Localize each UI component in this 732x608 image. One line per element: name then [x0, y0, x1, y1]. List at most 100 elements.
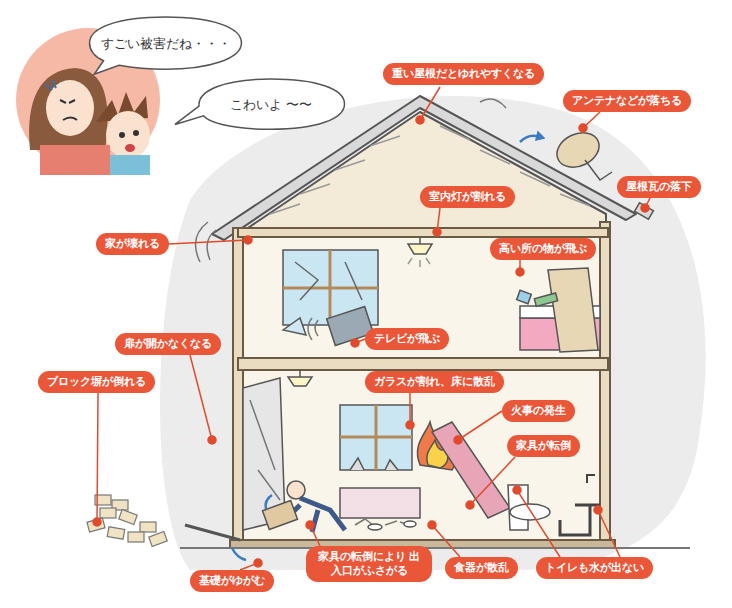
second-floor-room-part — [308, 318, 318, 340]
leader-lines-part — [97, 393, 98, 522]
block-wall-rubble-part — [185, 525, 240, 540]
first-floor-room-part — [587, 475, 595, 483]
house-frame-part — [180, 547, 690, 549]
block-wall-rubble-part — [232, 548, 246, 560]
damage-label: 家具の転倒により 出入口がふさがる — [306, 546, 432, 582]
ceiling-lamps-part — [408, 258, 430, 267]
block-wall-rubble-part — [100, 508, 116, 518]
first-floor-room-part — [368, 524, 382, 530]
label-text: ブロック塀が倒れる — [47, 375, 146, 388]
background-shade — [160, 96, 706, 570]
antenna-and-tiles-part — [551, 126, 604, 174]
block-wall-rubble-part — [128, 532, 144, 542]
people-avatar-part — [110, 155, 150, 175]
first-floor-room-part — [262, 500, 297, 529]
people-avatar-part — [133, 130, 139, 136]
bubble-shape — [175, 79, 345, 129]
leader-lines-part — [432, 525, 460, 557]
damage-label: 食器が散乱 — [445, 557, 518, 579]
leader-lines-part — [416, 116, 424, 124]
block-wall-rubble-part — [140, 522, 156, 532]
first-floor-room — [243, 378, 600, 535]
damage-label: 基礎がゆがむ — [190, 570, 274, 592]
people-avatar-part — [60, 100, 75, 103]
people-avatar-part — [40, 145, 110, 175]
ceiling-lamps-part — [408, 244, 432, 254]
leader-lines-part — [254, 559, 262, 567]
leader-lines-part — [513, 486, 521, 494]
roof-part — [270, 126, 590, 214]
house-frame-part — [242, 232, 606, 545]
leader-lines-part — [466, 501, 474, 509]
block-wall-rubble-part — [149, 532, 167, 547]
damage-label: 家具が転倒 — [507, 435, 580, 457]
first-floor-room-part — [350, 458, 398, 470]
leader-lines-part — [517, 490, 560, 557]
speech-text: こわいよ 〜〜 — [230, 96, 312, 114]
house-frame-part — [238, 358, 608, 370]
block-wall-rubble-part — [87, 518, 105, 532]
leader-lines-part — [208, 436, 216, 444]
block-wall-rubble-part — [266, 495, 272, 509]
antenna-and-tiles-part — [480, 99, 506, 108]
damage-label: 高い所の物が飛ぶ — [490, 238, 596, 260]
bubble-shape — [90, 17, 242, 74]
block-wall-rubble-part — [119, 510, 137, 525]
first-floor-room-part — [340, 405, 412, 470]
label-text: 扉が開かなくなる — [124, 337, 212, 350]
leader-lines-part — [244, 236, 252, 244]
label-text: テレビが飛ぶ — [374, 332, 440, 345]
second-floor-room-part — [548, 268, 598, 352]
block-wall-rubble — [87, 495, 272, 560]
second-floor-room-part — [534, 293, 557, 306]
leader-lines-part — [168, 240, 248, 244]
first-floor-room-part — [355, 519, 409, 525]
people-avatar-part — [29, 68, 107, 150]
label-text: 家が壊れる — [105, 237, 160, 250]
leader-lines-part — [641, 204, 649, 212]
ceiling-lamps-part — [419, 237, 421, 244]
label-text: アンテナなどが落ちる — [572, 94, 682, 107]
label-text: 家具が転倒 — [516, 439, 571, 452]
leader-lines-part — [93, 518, 101, 526]
leader-lines — [93, 87, 650, 570]
people-avatar-part — [106, 111, 150, 159]
leader-lines-part — [409, 393, 411, 425]
people-avatar-part — [125, 144, 135, 152]
damage-label: ガラスが割れ、床に散乱 — [365, 371, 504, 393]
first-floor-room-part — [404, 521, 416, 527]
first-floor-room-part — [250, 400, 280, 500]
first-floor-room-part — [432, 422, 510, 518]
damage-label: アンテナなどが落ちる — [563, 90, 691, 112]
house-frame-part — [600, 222, 610, 548]
leader-lines-part — [428, 521, 436, 529]
speech-bubble: すごい被害だね・・・ — [88, 16, 243, 72]
leader-lines-part — [351, 339, 359, 347]
first-floor-room-part — [340, 488, 420, 518]
leader-lines-part — [420, 87, 440, 120]
ceiling-lamps-part — [299, 370, 301, 377]
label-text: ガラスが割れ、床に散乱 — [374, 375, 495, 388]
leader-lines-part — [306, 521, 314, 529]
ceiling-lamps-part — [288, 377, 312, 386]
label-text: 火事の発生 — [511, 404, 566, 417]
people-avatar-part — [46, 80, 56, 90]
block-wall-rubble-part — [107, 527, 124, 540]
leader-lines-part — [190, 355, 212, 440]
leader-lines-part — [433, 228, 441, 236]
damage-label: トイレも水が出ない — [536, 557, 653, 579]
antenna-and-tiles-part — [207, 230, 216, 260]
label-text: 重い屋根だとゆれやすくなる — [392, 67, 535, 80]
label-text: トイレも水が出ない — [545, 561, 644, 574]
label-text: 屋根瓦の落下 — [626, 180, 692, 193]
second-floor-room-part — [295, 262, 362, 300]
people-avatar-part — [63, 118, 77, 121]
damage-label: テレビが飛ぶ — [365, 328, 449, 350]
second-floor-room — [283, 250, 600, 352]
damage-label: 家が壊れる — [96, 233, 169, 255]
antenna-and-tiles-part — [536, 132, 544, 140]
antenna-and-tiles-part — [585, 160, 612, 180]
house-frame-part — [233, 228, 243, 548]
leader-lines-part — [579, 124, 587, 132]
